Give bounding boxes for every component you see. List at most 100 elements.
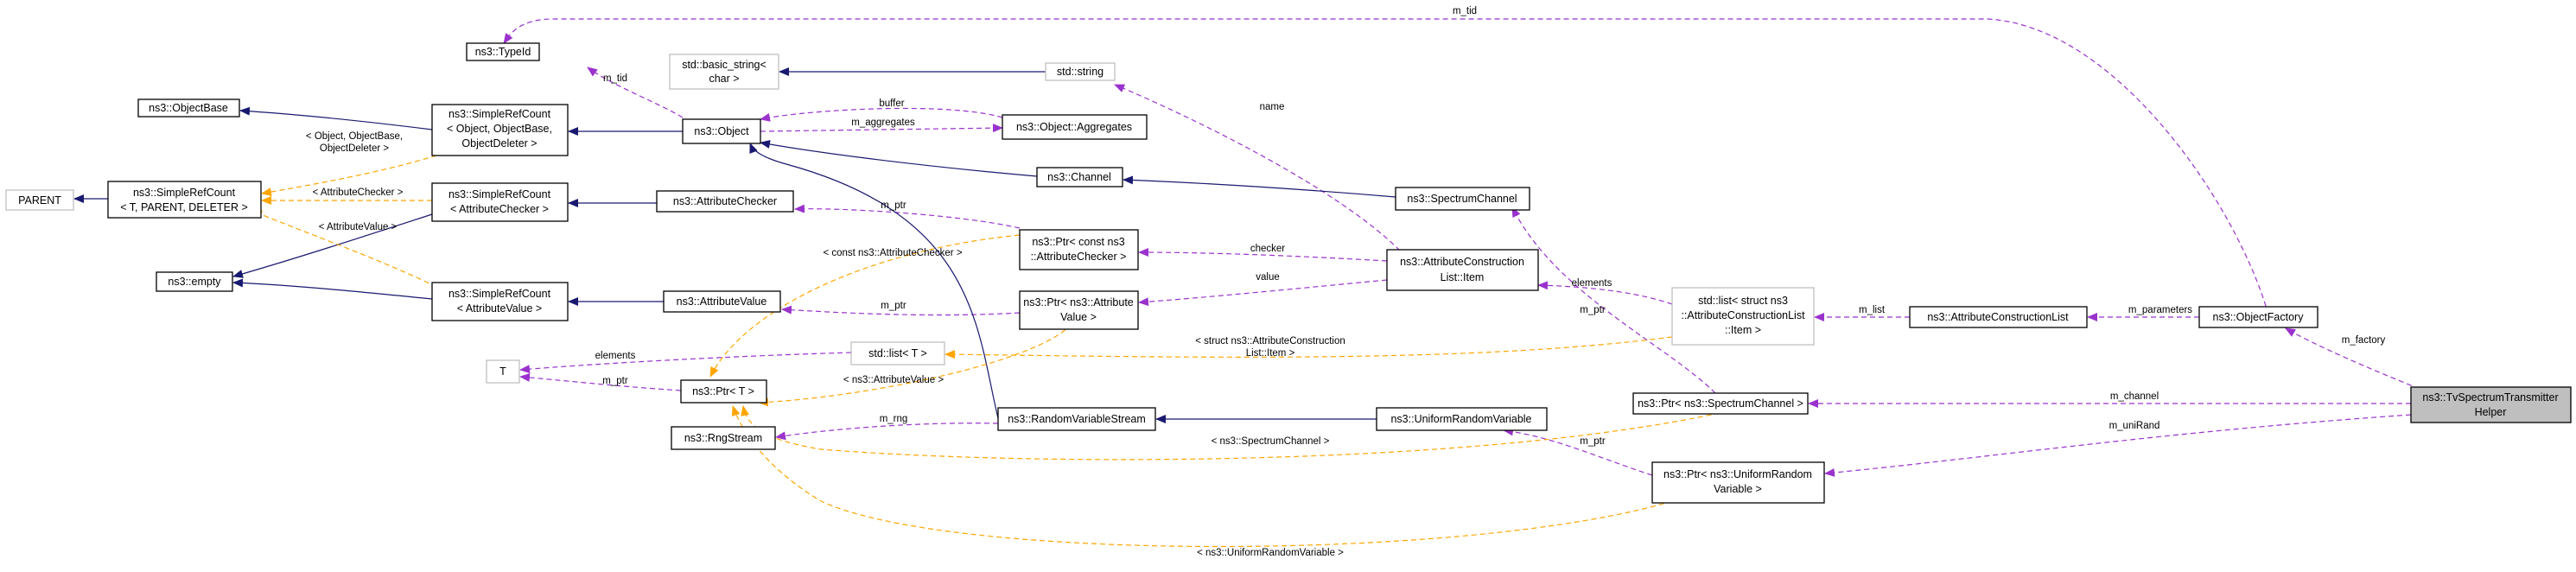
node-std-basic-string[interactable]: std::basic_string<char > [669, 54, 779, 90]
edge-label-m-ptr-uniform: m_ptr [1580, 436, 1606, 447]
edge-label-tmpl-attrvalue2: < ns3::AttributeValue > [843, 375, 944, 385]
svg-text:ns3::empty: ns3::empty [168, 276, 221, 288]
svg-text:ns3::SimpleRefCount< T, PARENT: ns3::SimpleRefCount< T, PARENT, DELETER … [120, 187, 248, 213]
edge-label-m-rng: m_rng [880, 414, 908, 424]
svg-text:ns3::Ptr< const ns3::Attribute: ns3::Ptr< const ns3::AttributeChecker > [1031, 236, 1127, 263]
svg-text:std::basic_string<char >: std::basic_string<char > [682, 59, 766, 85]
edge-label-m-tid-top: m_tid [1453, 6, 1477, 16]
edge-buffer-aggregates-to-object [760, 107, 1003, 122]
edge-name-item-to-std-string [1114, 84, 1401, 251]
node-simplerefcount-attrvalue[interactable]: ns3::SimpleRefCount< AttributeValue > [431, 282, 569, 321]
edge-inherit-channel-to-object [760, 140, 1038, 177]
node-ns3-attributechecker[interactable]: ns3::AttributeChecker [656, 190, 794, 213]
edge-label-m-ptr-item: m_ptr [1580, 305, 1606, 315]
svg-text:std::list< T >: std::list< T > [868, 347, 927, 359]
svg-text:ns3::RandomVariableStream: ns3::RandomVariableStream [1008, 413, 1146, 425]
svg-text:ns3::Object::Aggregates: ns3::Object::Aggregates [1016, 121, 1132, 133]
edge-m-rng-stream-to-rngstream [775, 423, 999, 441]
node-simplerefcount-object[interactable]: ns3::SimpleRefCount< Object, ObjectBase,… [431, 104, 569, 156]
edges-layer [73, 18, 2420, 548]
svg-text:std::string: std::string [1057, 66, 1104, 78]
node-parent[interactable]: PARENT [5, 189, 74, 211]
node-object-aggregates[interactable]: ns3::Object::Aggregates [1002, 114, 1148, 140]
edge-elements-stdlist-t-to-t [519, 352, 852, 374]
node-ptr-spectrumchannel[interactable]: ns3::Ptr< ns3::SpectrumChannel > [1632, 392, 1809, 415]
edge-m-ptr-ptrchecker-to-attrchecker [794, 204, 1021, 229]
node-ns3-channel[interactable]: ns3::Channel [1036, 167, 1123, 187]
edge-tmpl-ptr-value-to-ptr-t [758, 323, 1072, 407]
node-ns3-objectfactory[interactable]: ns3::ObjectFactory [2198, 306, 2318, 328]
edge-label-tmpl-attrchecker: < AttributeChecker > [313, 187, 404, 198]
edge-label-elements-item: elements [1572, 278, 1612, 289]
edge-inherit-randomvariablestream-to-object [749, 143, 999, 419]
node-t[interactable]: T [486, 359, 520, 384]
edge-m-factory-helper-to-factory [2285, 327, 2420, 390]
edge-label-checker: checker [1250, 244, 1285, 254]
edge-label-m-ptr-checker: m_ptr [881, 200, 906, 211]
edge-label-tmpl-object: < Object, ObjectBase,ObjectDeleter > [306, 131, 403, 154]
node-simplerefcount-t[interactable]: ns3::SimpleRefCount< T, PARENT, DELETER … [107, 181, 262, 219]
edge-label-value: value [1256, 272, 1280, 283]
svg-text:ns3::Object: ns3::Object [694, 125, 749, 137]
edge-label-elements-t: elements [595, 351, 636, 361]
edge-label-m-unirand: m_uniRand [2109, 421, 2160, 431]
svg-text:ns3::SpectrumChannel: ns3::SpectrumChannel [1407, 193, 1517, 205]
node-ns3-randomvariablestream[interactable]: ns3::RandomVariableStream [997, 407, 1156, 431]
edge-m-tid-factory-to-typeid [503, 18, 2269, 315]
edge-tmpl-srefcount-object-to-srefcount-t [261, 155, 437, 197]
edge-inherit-srefcount-object-to-objectbase [239, 106, 433, 130]
edge-tmpl-ptr-spectrum-to-ptr-t [741, 405, 1721, 461]
edge-m-ptr-ptrvalue-to-attrvalue [781, 305, 1021, 316]
node-std-list-item[interactable]: std::list< struct ns3::AttributeConstruc… [1671, 287, 1815, 346]
node-ns3-empty[interactable]: ns3::empty [156, 271, 233, 292]
svg-text:ns3::SimpleRefCount< Attribute: ns3::SimpleRefCount< AttributeChecker > [448, 188, 551, 215]
edge-m-ptr-ptr-t-to-t [519, 372, 682, 391]
svg-text:ns3::SimpleRefCount< Object, O: ns3::SimpleRefCount< Object, ObjectBase,… [447, 108, 552, 149]
svg-text:ns3::AttributeChecker: ns3::AttributeChecker [673, 195, 777, 207]
edge-label-tmpl-const-checker: < const ns3::AttributeChecker > [823, 248, 962, 258]
svg-text:std::list< struct ns3::Attribu: std::list< struct ns3::AttributeConstruc… [1681, 295, 1805, 336]
node-ns3-object[interactable]: ns3::Object [682, 118, 761, 144]
edge-m-tid-object-to-typeid [587, 67, 684, 118]
node-ptr-const-attributechecker[interactable]: ns3::Ptr< const ns3::AttributeChecker > [1019, 229, 1139, 270]
edge-label-tmpl-uniform: < ns3::UniformRandomVariable > [1197, 548, 1344, 558]
node-ns3-uniformrandomvariable[interactable]: ns3::UniformRandomVariable [1376, 407, 1548, 431]
edge-label-m-tid: m_tid [603, 73, 627, 84]
node-attributeconstructionlist[interactable]: ns3::AttributeConstructionList [1909, 306, 2088, 328]
svg-text:ns3::AttributeConstructionList: ns3::AttributeConstructionList::Item [1400, 256, 1524, 283]
svg-text:ns3::Ptr< ns3::UniformRandomVa: ns3::Ptr< ns3::UniformRandomVariable > [1663, 468, 1812, 495]
edge-inherit-srefcount-value-to-empty [232, 278, 433, 300]
edge-label-m-factory: m_factory [2342, 335, 2386, 346]
svg-text:T: T [499, 365, 506, 378]
svg-text:ns3::TypeId: ns3::TypeId [475, 46, 531, 58]
edge-tmpl-srefcount-value-to-srefcount-t [251, 210, 437, 288]
edge-label-buffer: buffer [879, 99, 904, 109]
node-ns3-rngstream[interactable]: ns3::RngStream [671, 426, 776, 450]
node-std-string[interactable]: std::string [1045, 62, 1116, 81]
edge-label-m-aggregates: m_aggregates [851, 118, 915, 128]
node-ns3-objectbase[interactable]: ns3::ObjectBase [137, 99, 240, 118]
svg-text:ns3::AttributeValue: ns3::AttributeValue [677, 296, 767, 308]
svg-text:ns3::Ptr< ns3::SpectrumChannel: ns3::Ptr< ns3::SpectrumChannel > [1638, 397, 1803, 410]
svg-text:ns3::AttributeConstructionList: ns3::AttributeConstructionList [1927, 311, 2069, 323]
edge-checker-item-to-ptrchecker [1138, 248, 1388, 262]
edge-label-m-ptr-value: m_ptr [881, 301, 906, 311]
node-ns3-ptr-t[interactable]: ns3::Ptr< T > [680, 379, 767, 404]
svg-text:ns3::ObjectBase: ns3::ObjectBase [149, 102, 228, 114]
node-ns3-attributevalue[interactable]: ns3::AttributeValue [663, 290, 781, 313]
edge-inherit-srefcount-checker-to-empty [232, 213, 433, 278]
svg-text:ns3::RngStream: ns3::RngStream [684, 432, 762, 444]
svg-text:ns3::UniformRandomVariable: ns3::UniformRandomVariable [1390, 413, 1531, 425]
node-std-list-t[interactable]: std::list< T > [850, 341, 945, 365]
svg-text:PARENT: PARENT [18, 194, 61, 207]
node-ns3-spectrumchannel[interactable]: ns3::SpectrumChannel [1395, 187, 1530, 211]
edge-m-ptr-ptruniform-to-uniform [1503, 427, 1653, 476]
node-ns3-typeid[interactable]: ns3::TypeId [466, 42, 540, 61]
node-simplerefcount-attrchecker[interactable]: ns3::SimpleRefCount< AttributeChecker > [431, 182, 569, 222]
